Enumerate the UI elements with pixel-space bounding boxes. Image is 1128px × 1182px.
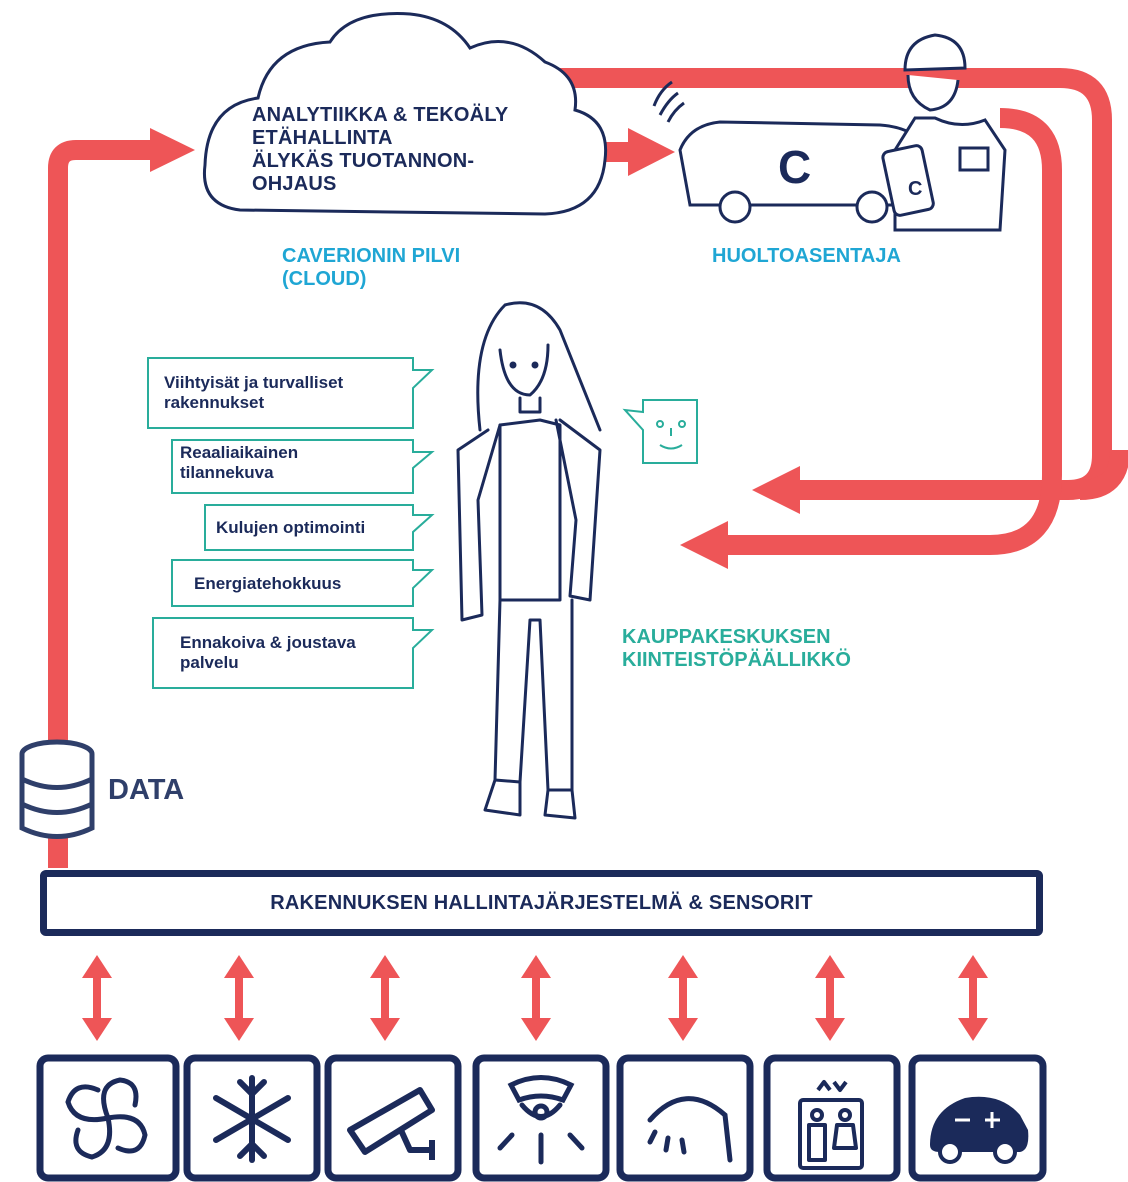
tablet-logo-icon: C [908,178,922,200]
benefit-text-5: Ennakoiva & joustava palvelu [180,633,356,673]
smiley-speech-bubble [622,399,698,464]
arrowhead-left-upper [752,466,800,514]
caverion-logo-icon: C [778,141,811,193]
benefit-bubbles [147,357,435,689]
arrowhead-right-cloud [150,128,195,172]
cooling-snowflake-icon [213,1075,291,1163]
benefit-1-line1: Viihtyisät ja turvalliset [164,373,344,392]
electric-car-icon [930,1096,1029,1164]
benefit-5-line1: Ennakoiva & joustava [180,633,356,652]
cloud-label-line1: CAVERIONIN PILVI [282,245,461,267]
flow-arrow-loop-inner [720,108,1062,555]
benefit-bubble-2 [171,439,435,494]
benefit-4-line1: Energiatehokkuus [194,574,342,593]
benefit-text-1: Viihtyisät ja turvalliset rakennukset [164,373,343,413]
benefit-1-line2: rakennukset [164,393,265,412]
cloud-service-analytics: ANALYTIIKKA & TEKOÄLY [252,104,509,126]
cloud-services-list: ANALYTIIKKA & TEKOÄLY ETÄHALLINTA ÄLYKÄS… [252,104,597,196]
double-arrow-4 [521,955,551,1041]
technician-figure [881,33,1007,232]
benefit-2-line1: Reaaliaikainen [180,443,299,462]
double-arrow-7 [958,955,988,1041]
manager-label: KAUPPAKESKUKSEN KIINTEISTÖPÄÄLLIKKÖ [622,626,851,672]
arrowhead-right-technician [628,128,675,176]
service-van [652,80,937,224]
benefit-text-2: Reaaliaikainen tilannekuva [180,443,298,483]
technician-label: HUOLTOASENTAJA [712,245,901,267]
device-tile-5 [616,1054,754,1182]
ventilation-fan-icon [65,1077,148,1160]
benefit-5-line2: palvelu [180,653,239,672]
security-camera-icon [347,1087,435,1160]
lighting-lamp-icon [647,1096,733,1163]
cloud-label: CAVERIONIN PILVI (CLOUD) [282,245,460,291]
data-label: DATA [108,774,185,806]
building-management-system-bar: RAKENNUKSEN HALLINTAJÄRJESTELMÄ & SENSOR… [40,870,1043,936]
data-flow-arrows [48,68,1128,868]
double-arrow-2 [224,955,254,1041]
benefit-bubble-4 [171,559,435,607]
cloud-service-remote-management: ETÄHALLINTA [252,127,393,149]
benefit-bubble-5 [152,617,435,689]
double-arrow-3 [370,955,400,1041]
database-icon [19,739,95,839]
benefit-text-4: Energiatehokkuus [194,574,341,594]
benefit-2-line2: tilannekuva [180,463,274,482]
cloud-service-control: OHJAUS [252,173,337,195]
manager-figure [456,301,602,820]
cloud-shape [202,12,608,216]
double-arrow-5 [668,955,698,1041]
device-tile-6 [763,1054,901,1182]
double-arrow-6 [815,955,845,1041]
device-tile-3 [324,1054,462,1182]
benefit-bubble-1 [147,357,435,429]
system-bar-label: RAKENNUKSEN HALLINTAJÄRJESTELMÄ & SENSOR… [270,891,813,914]
elevator-icon [798,1080,864,1170]
benefit-bubble-3 [204,504,435,551]
smoke-detector-icon [497,1075,585,1165]
double-arrow-1 [82,955,112,1041]
benefit-3-line1: Kulujen optimointi [216,518,366,537]
benefit-text-3: Kulujen optimointi [216,518,365,538]
cloud-service-smart-production: ÄLYKÄS TUOTANNON- [252,150,475,172]
manager-label-line1: KAUPPAKESKUKSEN [622,626,831,648]
manager-label-line2: KIINTEISTÖPÄÄLLIKKÖ [622,649,851,671]
arrowhead-left-lower [680,521,728,569]
flow-arrow-data-to-cloud [48,140,160,868]
arrow-heads [150,128,800,569]
cloud-label-line2: (CLOUD) [282,268,367,290]
device-connection-arrows [82,955,988,1041]
